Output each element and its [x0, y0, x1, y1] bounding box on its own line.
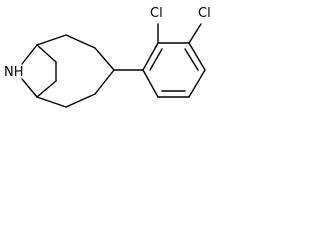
chlorine-meta-label: Cl	[198, 6, 211, 21]
bicyclic-amine-ring	[21, 34, 115, 108]
chlorine-ortho-label: Cl	[150, 6, 163, 21]
structure-diagram: NH Cl Cl	[4, 6, 211, 108]
phenyl-ring	[113, 23, 206, 98]
nitrogen-label: NH	[4, 65, 24, 80]
